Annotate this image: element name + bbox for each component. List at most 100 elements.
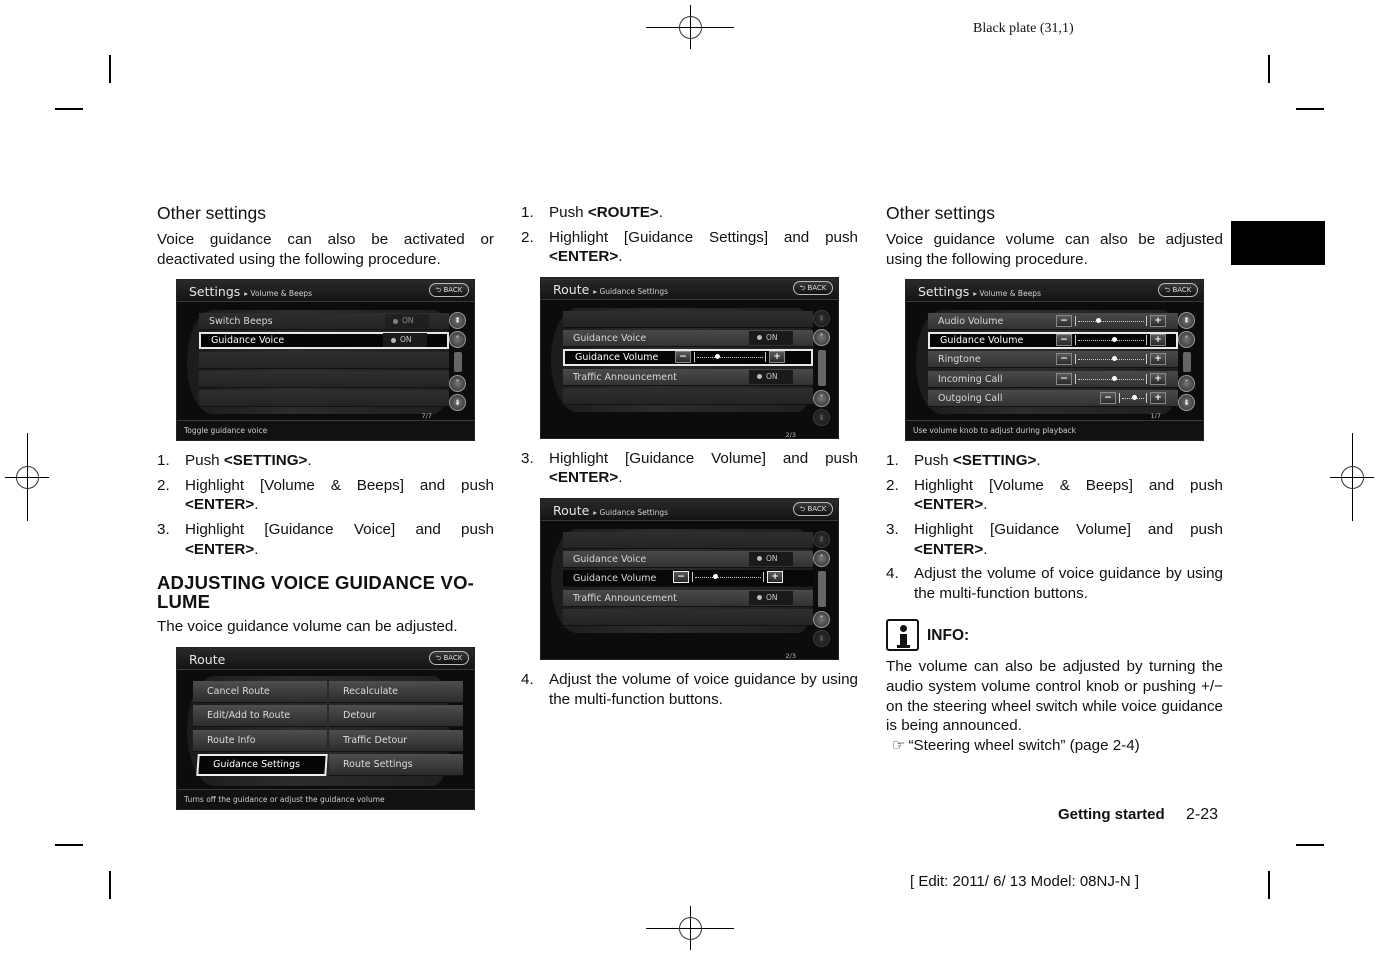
slider-track[interactable] (1075, 353, 1147, 364)
scroll-down-icon[interactable]: ˅ (449, 375, 466, 393)
step-item: 3.Highlight [Guidance Volume] and push <… (886, 520, 1223, 558)
list-item-guidance-volume[interactable]: Guidance Volume − + (563, 348, 813, 366)
scroll-bottom-icon[interactable]: ⇟ (1178, 394, 1195, 412)
toggle-indicator[interactable]: ON (383, 333, 427, 348)
scroll-up-icon[interactable]: ˄ (1178, 331, 1195, 349)
list-item-ringtone[interactable]: Ringtone − + (928, 351, 1178, 369)
step-item: 1.Push <ROUTE>. (521, 204, 663, 221)
back-button[interactable]: ⮌ BACK (1158, 283, 1198, 298)
plus-icon[interactable]: + (1150, 314, 1166, 327)
scroll-top-icon[interactable]: ⇞ (813, 309, 830, 327)
volume-slider[interactable]: − + (675, 351, 785, 364)
slider-track[interactable] (694, 352, 766, 363)
step-item: 1.Push <SETTING>. (886, 452, 1041, 470)
list-item-guidance-voice[interactable]: Guidance Voice ON (199, 332, 449, 350)
minus-icon[interactable]: − (1056, 352, 1072, 365)
list-item-traffic-announcement[interactable]: Traffic Announcement ON (563, 589, 813, 607)
scrollbar[interactable]: ⇞ ˄ ˅ ⇟ (811, 527, 833, 647)
slider-knob[interactable] (713, 574, 718, 580)
scrollbar[interactable]: ⇞ ˄ ˅ ⇟ (1176, 308, 1198, 416)
list-item-outgoing-call[interactable]: Outgoing Call − + (928, 390, 1178, 408)
toggle-indicator[interactable]: ON (385, 314, 429, 329)
menu-item-detour[interactable]: Detour (329, 704, 463, 727)
minus-icon[interactable]: − (1056, 333, 1072, 346)
scroll-top-icon[interactable]: ⇞ (449, 312, 466, 330)
scroll-top-icon[interactable]: ⇞ (1178, 312, 1195, 330)
scroll-bottom-icon[interactable]: ⇟ (449, 394, 466, 412)
scroll-bottom-icon[interactable]: ⇟ (813, 408, 830, 426)
list-item-switch-beeps[interactable]: Switch Beeps ON (199, 313, 449, 331)
menu-item-route-settings[interactable]: Route Settings (329, 753, 463, 776)
list-item-guidance-volume[interactable]: Guidance Volume − + (563, 569, 813, 587)
slider-track[interactable] (1075, 334, 1147, 345)
plus-icon[interactable]: + (767, 571, 783, 584)
volume-slider[interactable]: − + (1056, 333, 1166, 346)
menu-item-cancel-route[interactable]: Cancel Route (193, 680, 327, 703)
back-button[interactable]: ⮌ BACK (429, 650, 469, 665)
volume-slider[interactable]: − + (673, 571, 783, 584)
volume-slider[interactable]: − + (1056, 352, 1166, 365)
slider-knob[interactable] (1096, 317, 1101, 323)
minus-icon[interactable]: − (673, 571, 689, 584)
scroll-thumb[interactable] (454, 352, 462, 373)
slider-track[interactable] (1075, 315, 1147, 326)
minus-icon[interactable]: − (675, 351, 691, 364)
plus-icon[interactable]: + (769, 351, 785, 364)
scroll-down-icon[interactable]: ˅ (813, 389, 830, 407)
menu-item-traffic-detour[interactable]: Traffic Detour (329, 729, 463, 752)
slider-track[interactable] (1075, 373, 1147, 384)
plus-icon[interactable]: + (1150, 333, 1166, 346)
scroll-up-icon[interactable]: ˄ (813, 549, 830, 567)
scroll-bottom-icon[interactable]: ⇟ (813, 629, 830, 647)
volume-slider[interactable]: − + (1100, 391, 1166, 404)
plus-icon[interactable]: + (1150, 352, 1166, 365)
scroll-down-icon[interactable]: ˅ (1178, 375, 1195, 393)
toggle-indicator[interactable]: ON (749, 369, 793, 384)
slider-knob[interactable] (1132, 394, 1137, 400)
slider-knob[interactable] (715, 354, 720, 360)
slider-knob[interactable] (1112, 355, 1117, 361)
toggle-indicator[interactable]: ON (749, 590, 793, 605)
screen-title: Route (189, 651, 226, 667)
volume-slider[interactable]: − + (1056, 314, 1166, 327)
plus-icon[interactable]: + (1150, 372, 1166, 385)
back-button[interactable]: ⮌ BACK (429, 283, 469, 298)
slider-track[interactable] (1119, 392, 1147, 403)
scroll-thumb[interactable] (818, 349, 826, 386)
list-item-guidance-voice[interactable]: Guidance Voice ON (563, 329, 813, 347)
list-item-guidance-voice[interactable]: Guidance Voice ON (563, 550, 813, 568)
list-item-empty (563, 310, 813, 328)
plus-icon[interactable]: + (1150, 391, 1166, 404)
slider-track[interactable] (692, 572, 764, 583)
list-item-audio-volume[interactable]: Audio Volume − + (928, 313, 1178, 331)
list-item-traffic-announcement[interactable]: Traffic Announcement ON (563, 368, 813, 386)
list-item-guidance-volume[interactable]: Guidance Volume − + (928, 332, 1178, 350)
menu-item-edit-add-to-route[interactable]: Edit/Add to Route (193, 704, 327, 727)
back-button[interactable]: ⮌ BACK (793, 280, 833, 295)
slider-knob[interactable] (1112, 375, 1117, 381)
toggle-indicator[interactable]: ON (749, 330, 793, 345)
steps-list: 1.Push <SETTING>. 2.Highlight [Volume & … (157, 451, 494, 559)
volume-slider[interactable]: − + (1056, 372, 1166, 385)
scroll-thumb[interactable] (1183, 352, 1191, 373)
scroll-thumb[interactable] (818, 570, 826, 607)
scroll-top-icon[interactable]: ⇞ (813, 530, 830, 548)
slider-knob[interactable] (1112, 336, 1117, 342)
scrollbar[interactable]: ⇞ ˄ ˅ ⇟ (447, 308, 469, 416)
list-item-incoming-call[interactable]: Incoming Call − + (928, 371, 1178, 389)
scroll-up-icon[interactable]: ˄ (449, 331, 466, 349)
scroll-down-icon[interactable]: ˅ (813, 610, 830, 628)
back-button[interactable]: ⮌ BACK (793, 501, 833, 516)
menu-item-recalculate[interactable]: Recalculate (329, 680, 463, 703)
toggle-indicator[interactable]: ON (749, 551, 793, 566)
scrollbar[interactable]: ⇞ ˄ ˅ ⇟ (811, 306, 833, 426)
menu-item-route-info[interactable]: Route Info (193, 729, 327, 752)
info-header: INFO: (886, 619, 1223, 652)
scroll-up-icon[interactable]: ˄ (813, 328, 830, 346)
menu-item-guidance-settings[interactable]: Guidance Settings (196, 753, 328, 776)
minus-icon[interactable]: − (1056, 372, 1072, 385)
minus-icon[interactable]: − (1100, 391, 1116, 404)
page-counter: 7/7 (421, 412, 432, 421)
reference-link[interactable]: “Steering wheel switch” (page 2-4) (908, 736, 1140, 754)
minus-icon[interactable]: − (1056, 314, 1072, 327)
